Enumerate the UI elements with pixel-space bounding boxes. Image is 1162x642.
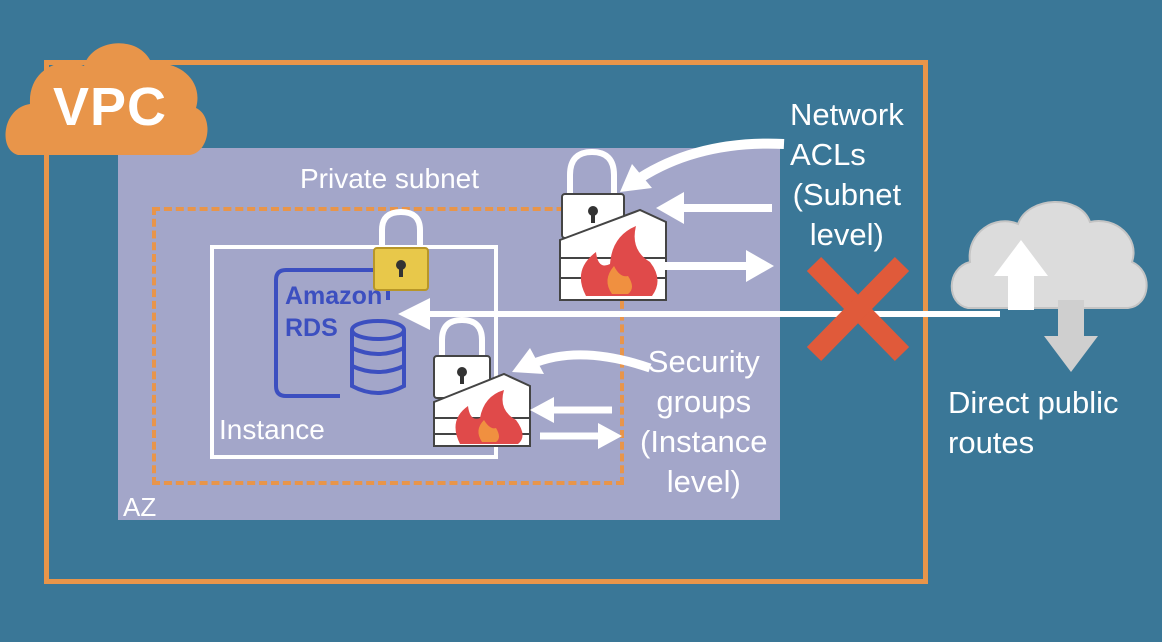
private-subnet-label: Private subnet [300, 163, 479, 194]
acl-pointer-arrow [620, 138, 785, 192]
az-label: AZ [123, 492, 157, 522]
security-groups-line3: (Instance [640, 424, 768, 459]
blocked-route-x-icon [806, 257, 910, 361]
instance-label: Instance [219, 414, 325, 445]
sg-pointer-arrow [512, 348, 652, 374]
rds-icon [274, 268, 406, 398]
internet-cloud-icon [950, 201, 1148, 372]
security-groups-line2: groups [656, 384, 752, 419]
network-acls-line3: (Subnet [792, 177, 902, 212]
vpc-badge-label: VPC [52, 77, 168, 137]
network-acl-traffic-arrows [656, 192, 774, 282]
private-subnet-boundary [152, 207, 624, 485]
direct-public-routes-line2: routes [948, 425, 1035, 460]
network-acls-line4: level) [809, 217, 884, 252]
security-groups-line1: Security [647, 344, 760, 379]
network-acls-line2: ACLs [790, 137, 866, 172]
rds-label-line2: RDS [285, 314, 338, 342]
security-groups-line4: level) [666, 464, 741, 499]
instance-boundary [210, 245, 498, 459]
security-group-firewall-icon [433, 316, 531, 447]
vpc-boundary [44, 60, 928, 584]
network-acls-line1: Network [790, 97, 904, 132]
direct-public-routes-line1: Direct public [948, 385, 1119, 420]
network-acls-label: Network ACLs (Subnet level) [790, 95, 904, 255]
security-groups-label: Security groups (Instance level) [640, 342, 768, 502]
public-route-arrow [398, 298, 1000, 330]
instance-lock-icon [373, 208, 429, 291]
security-group-traffic-arrows [530, 397, 622, 449]
rds-label: Amazon RDS [285, 280, 382, 344]
direct-public-routes-label: Direct public routes [948, 383, 1119, 463]
rds-label-line1: Amazon [285, 282, 383, 310]
vpc-cloud-icon [5, 43, 208, 155]
network-acl-firewall-icon [559, 148, 667, 301]
